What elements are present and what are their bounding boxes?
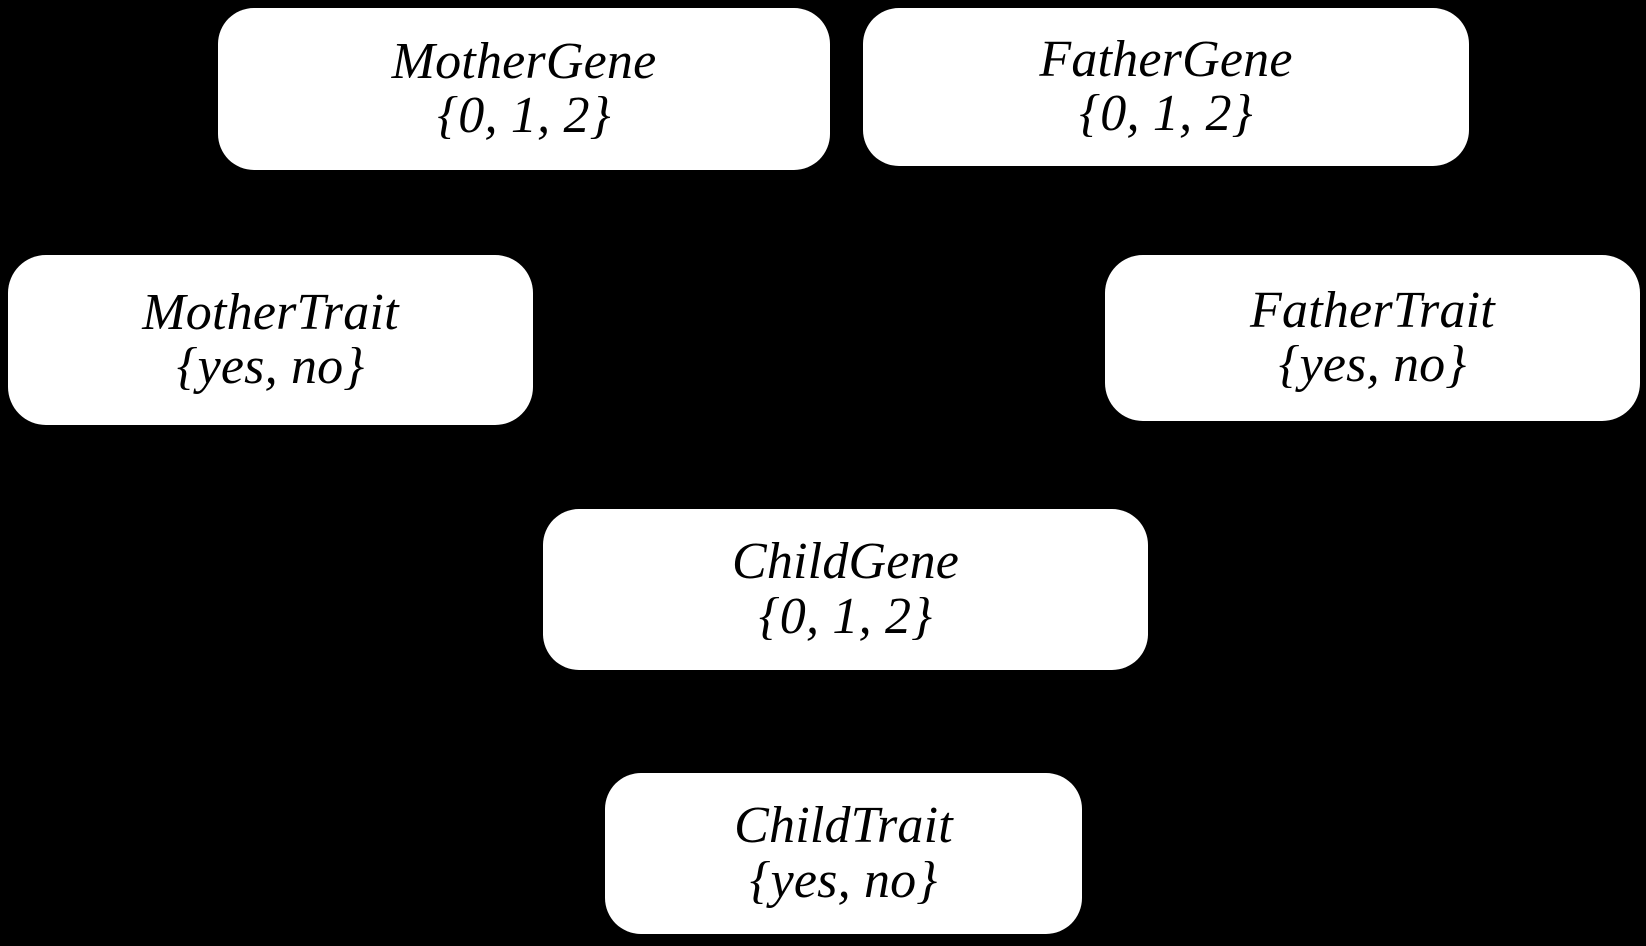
node-mother-trait[interactable]: MotherTrait {yes, no}	[8, 255, 533, 425]
node-child-trait[interactable]: ChildTrait {yes, no}	[605, 773, 1082, 934]
node-mother-trait-domain: {yes, no}	[176, 338, 365, 395]
node-father-trait-domain: {yes, no}	[1278, 336, 1467, 393]
node-child-gene-label: ChildGene	[731, 533, 960, 591]
node-child-gene[interactable]: ChildGene {0, 1, 2}	[543, 509, 1148, 670]
node-child-gene-domain: {0, 1, 2}	[758, 587, 933, 645]
node-child-trait-label: ChildTrait	[734, 797, 953, 855]
node-mother-gene-domain: {0, 1, 2}	[437, 87, 611, 144]
node-father-trait[interactable]: FatherTrait {yes, no}	[1105, 255, 1640, 421]
node-father-gene[interactable]: FatherGene {0, 1, 2}	[863, 8, 1469, 166]
node-father-trait-label: FatherTrait	[1250, 281, 1495, 339]
node-father-gene-domain: {0, 1, 2}	[1079, 85, 1253, 142]
node-father-gene-label: FatherGene	[1039, 30, 1293, 88]
node-mother-gene[interactable]: MotherGene {0, 1, 2}	[218, 8, 830, 170]
node-mother-gene-label: MotherGene	[391, 32, 657, 90]
node-child-trait-domain: {yes, no}	[749, 851, 938, 909]
node-mother-trait-label: MotherTrait	[142, 283, 399, 341]
